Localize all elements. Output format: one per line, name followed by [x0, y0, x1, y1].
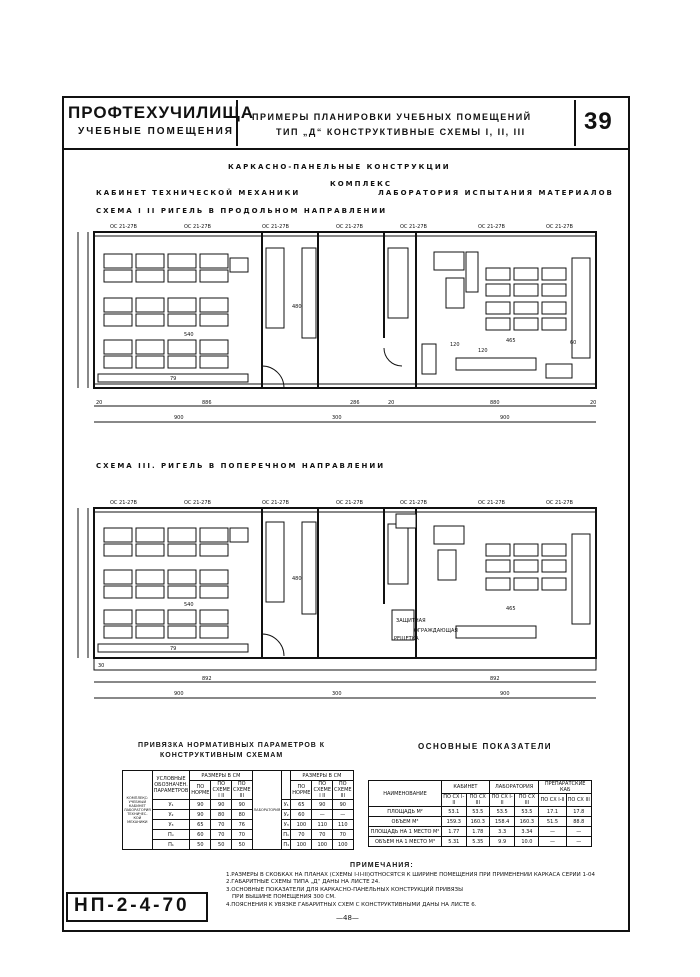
col-label: ОС 21-27В: [184, 224, 212, 230]
svg-text:892: 892: [490, 676, 500, 682]
svg-text:20: 20: [590, 400, 596, 406]
svg-text:300: 300: [332, 415, 342, 421]
th-sub: ПО СХЕМЕ I II: [210, 780, 232, 800]
header-center-line1: ПРИМЕРЫ ПЛАНИРОВКИ УЧЕБНЫХ ПОМЕЩЕНИЙ: [252, 112, 532, 122]
header-center-line2: ТИП „Д“ КОНСТРУКТИВНЫЕ СХЕМЫ I, II, III: [276, 127, 526, 137]
th-sub: ПО СХЕМЕ III: [332, 780, 354, 800]
th-param: УСЛОВНЫЕ ОБОЗНАЧЕН. ПАРАМЕТРОВ: [151, 770, 191, 800]
stamp-code: НП-2-4-70: [74, 895, 190, 916]
th-group: ЛАБОРАТОРИЯ: [488, 780, 540, 794]
svg-text:900: 900: [500, 415, 510, 421]
svg-text:ОС 21-27В: ОС 21-27В: [110, 500, 138, 506]
construction-title: КАРКАСНО-ПАНЕЛЬНЫЕ КОНСТРУКЦИИ: [228, 163, 451, 171]
complex-title: КОМПЛЕКС: [330, 180, 392, 188]
svg-text:900: 900: [174, 415, 184, 421]
th-name: НАИМЕНОВАНИЕ: [368, 780, 442, 807]
room-right-title: ЛАБОРАТОРИЯ ИСПЫТАНИЯ МАТЕРИАЛОВ: [378, 189, 614, 197]
svg-text:886: 886: [202, 400, 212, 406]
th-group: ПРЕПАРАТСКИЕ КАБ: [538, 780, 592, 794]
svg-text:ОС 21-27В: ОС 21-27В: [262, 500, 290, 506]
svg-text:30: 30: [98, 663, 104, 669]
th-group2: РАЗМЕРЫ В СМ: [290, 770, 354, 781]
table-normative-params: КОМПЛЕКС: УЧЕБНЫЙ КАБИНЕТ ЛАБОРАТОРИЯ ТЕ…: [122, 770, 354, 850]
note-line: 2.ГАБАРИТНЫЕ СХЕМЫ ТИПА „Д“ ДАНЫ НА ЛИСТ…: [226, 879, 381, 886]
th-group: КАБИНЕТ: [441, 780, 490, 794]
svg-text:900: 900: [174, 691, 184, 697]
svg-text:20: 20: [96, 400, 102, 406]
svg-text:300: 300: [332, 691, 342, 697]
svg-text:20: 20: [388, 400, 394, 406]
svg-text:ОС 21-27В: ОС 21-27В: [400, 500, 428, 506]
th-sub: ПО СХЕМЕ I II: [311, 780, 333, 800]
svg-text:465: 465: [506, 338, 516, 344]
col-label: ОС 21-27В: [336, 224, 364, 230]
svg-text:120: 120: [450, 342, 460, 348]
svg-text:465: 465: [506, 606, 516, 612]
th-sub: ПО НОРМЕ: [290, 780, 313, 800]
col-label: ОС 21-27В: [478, 224, 506, 230]
header-subtitle: УЧЕБНЫЕ ПОМЕЩЕНИЯ: [78, 126, 234, 137]
col-label: ОС 21-27В: [546, 224, 574, 230]
scheme3-title: СХЕМА III. РИГЕЛЬ В ПОПЕРЕЧНОМ НАПРАВЛЕН…: [96, 462, 386, 470]
note-line: 3.ОСНОВНЫЕ ПОКАЗАТЕЛИ ДЛЯ КАРКАСНО-ПАНЕЛ…: [226, 886, 463, 893]
svg-text:РЕШЕТКА: РЕШЕТКА: [394, 636, 419, 642]
svg-text:286: 286: [350, 400, 360, 406]
table-side-label: КОМПЛЕКС: УЧЕБНЫЙ КАБИНЕТ ЛАБОРАТОРИЯ ТЕ…: [122, 770, 153, 850]
svg-text:ОС 21-27В: ОС 21-27В: [546, 500, 574, 506]
notes-body: 1.РАЗМЕРЫ В СКОБКАХ НА ПЛАНАХ (СХЕМЫ I-I…: [226, 872, 606, 909]
floor-plan-scheme-3: ОС 21-27В ОС 21-27В ОС 21-27В ОС 21-27В …: [77, 500, 597, 699]
svg-text:480: 480: [292, 304, 302, 310]
svg-text:540: 540: [184, 332, 194, 338]
sheet-number: 39: [584, 108, 613, 135]
stamp-box: [66, 892, 208, 922]
th-sub: ПО НОРМЕ: [189, 780, 212, 800]
header-title: ПРОФТЕХУЧИЛИЩА: [68, 103, 254, 122]
svg-text:ОС 21-27В: ОС 21-27В: [336, 500, 364, 506]
th-sub: ПО СХЕМЕ III: [231, 780, 253, 800]
svg-text:ОГРАЖДАЮЩАЯ: ОГРАЖДАЮЩАЯ: [414, 628, 458, 634]
note-line: 1.РАЗМЕРЫ В СКОБКАХ НА ПЛАНАХ (СХЕМЫ I-I…: [226, 872, 595, 878]
table-right-title: ОСНОВНЫЕ ПОКАЗАТЕЛИ: [418, 742, 553, 751]
note-line: ПРИ ВЫШИНЕ ПОМЕЩЕНИЯ 300 СМ.: [232, 894, 336, 901]
col-label: ОС 21-27В: [110, 224, 138, 230]
svg-text:79: 79: [170, 376, 176, 382]
header-divider: [574, 100, 576, 146]
svg-text:ОС 21-27В: ОС 21-27В: [184, 500, 212, 506]
header-rule: [62, 148, 630, 150]
col-label: ОС 21-27В: [262, 224, 290, 230]
table-left-title1: ПРИВЯЗКА НОРМАТИВНЫХ ПАРАМЕТРОВ К: [138, 742, 326, 749]
table-lab-label: ЛАБОРАТОРИЯ: [251, 770, 283, 850]
scheme1-title: СХЕМА I II РИГЕЛЬ В ПРОДОЛЬНОМ НАПРАВЛЕН…: [96, 207, 388, 215]
note-line: 4.ПОЯСНЕНИЯ К УВЯЗКЕ ГАБАРИТНЫХ СХЕМ С К…: [226, 901, 477, 908]
svg-text:60: 60: [570, 340, 576, 346]
table-left-title2: КОНСТРУКТИВНЫМ СХЕМАМ: [160, 752, 284, 759]
col-label: ОС 21-27В: [400, 224, 428, 230]
notes-title: ПРИМЕЧАНИЯ:: [350, 862, 414, 869]
svg-text:880: 880: [490, 400, 500, 406]
page-number: —48—: [336, 914, 359, 922]
svg-text:480: 480: [292, 576, 302, 582]
svg-text:ЗАЩИТНАЯ: ЗАЩИТНАЯ: [396, 618, 426, 624]
svg-text:900: 900: [500, 691, 510, 697]
sheet-frame: [62, 96, 630, 932]
svg-text:540: 540: [184, 602, 194, 608]
room-left-title: КАБИНЕТ ТЕХНИЧЕСКОЙ МЕХАНИКИ: [96, 189, 301, 197]
svg-text:ОС 21-27В: ОС 21-27В: [478, 500, 506, 506]
floor-plan-scheme-1: ОС 21-27В ОС 21-27В ОС 21-27В ОС 21-27В …: [77, 224, 597, 423]
header-divider: [236, 100, 238, 146]
th-group1: РАЗМЕРЫ В СМ: [189, 770, 253, 781]
svg-text:79: 79: [170, 646, 176, 652]
table-main-indicators: НАИМЕНОВАНИЕ КАБИНЕТ ЛАБОРАТОРИЯ ПРЕПАРА…: [368, 780, 593, 847]
svg-text:892: 892: [202, 676, 212, 682]
svg-text:120: 120: [478, 348, 488, 354]
